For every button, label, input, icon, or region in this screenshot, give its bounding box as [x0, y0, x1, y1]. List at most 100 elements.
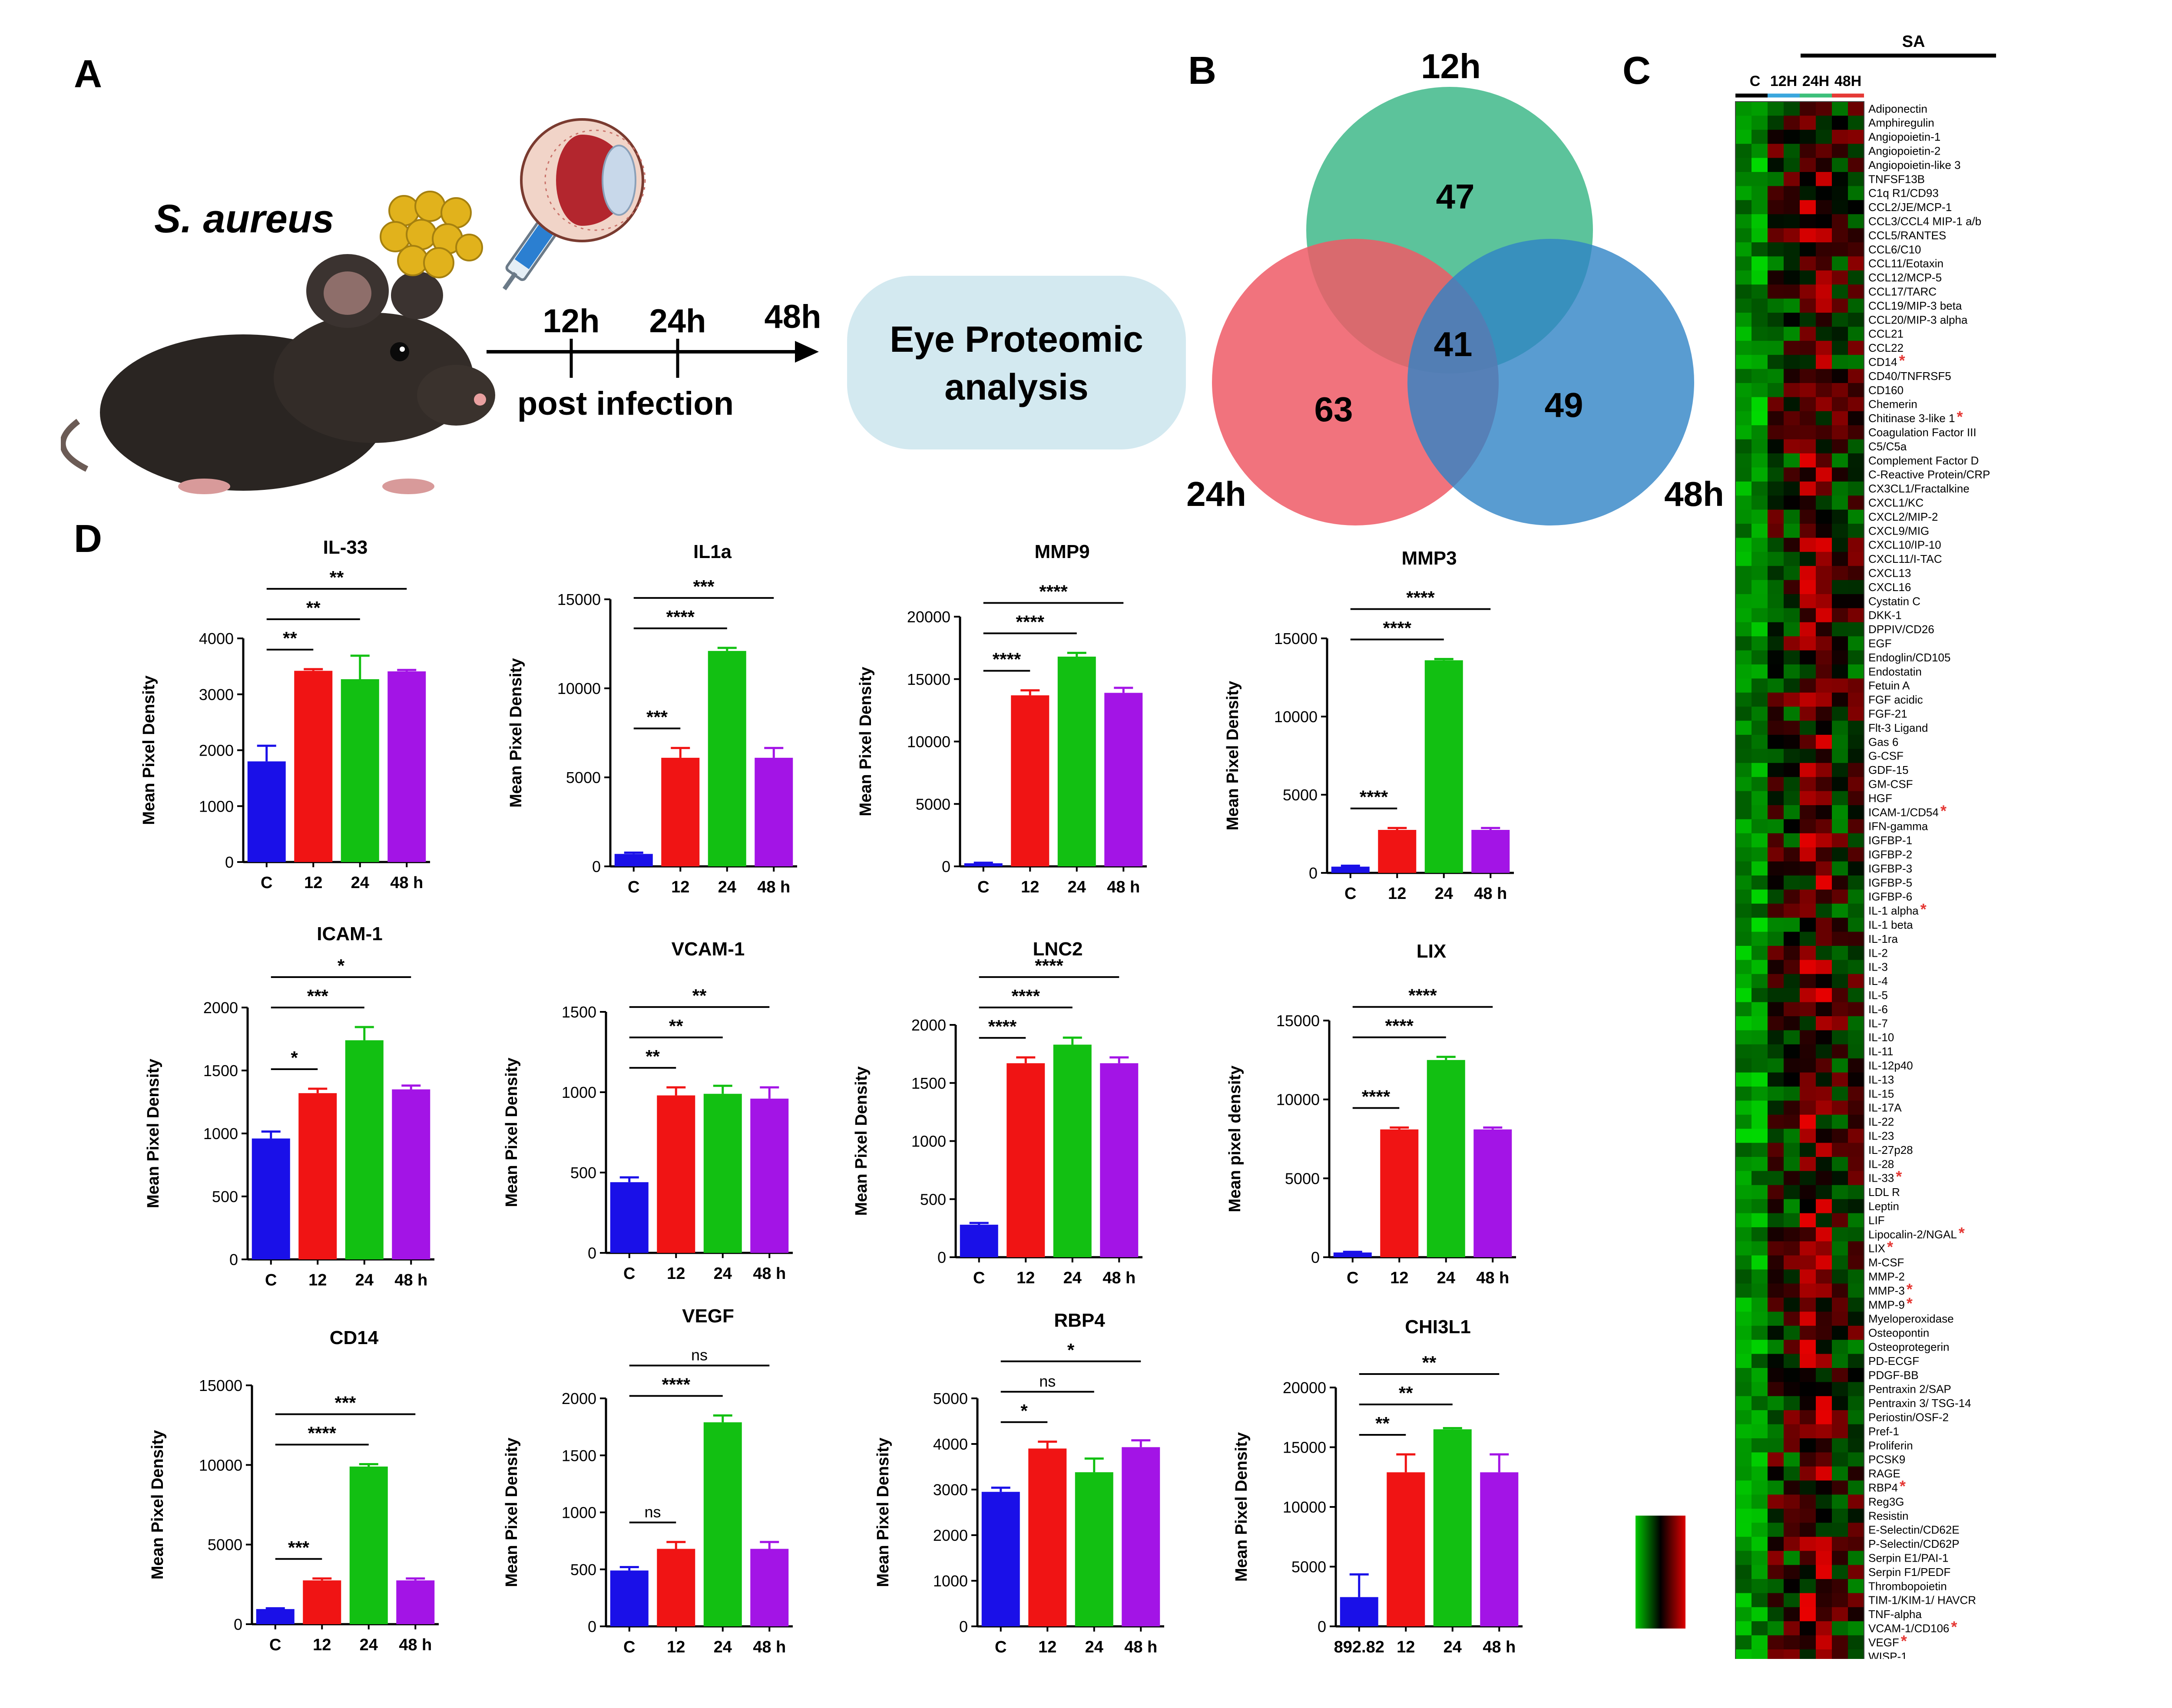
y-tick-label: 0 — [1311, 1249, 1320, 1266]
heatmap-cell — [1735, 1241, 1752, 1256]
heatmap-cell — [1735, 538, 1752, 552]
heatmap-cell — [1848, 524, 1864, 538]
heatmap-cell — [1848, 1382, 1864, 1397]
heatmap-cell — [1848, 819, 1864, 834]
heatmap-cell — [1735, 805, 1752, 819]
heatmap-cell — [1832, 1269, 1848, 1284]
heatmap-cell — [1832, 1621, 1848, 1636]
heatmap-cell — [1752, 453, 1768, 468]
y-tick-label: 0 — [234, 1615, 242, 1633]
heatmap-timepoint-24H: 24H — [1802, 73, 1829, 89]
heatmap-row-label: Serpin F1/PEDF — [1868, 1566, 1950, 1579]
heatmap-cell — [1784, 974, 1800, 988]
heatmap-cell — [1768, 1002, 1784, 1017]
significance-label: **** — [1016, 611, 1045, 632]
y-tick-label: 0 — [959, 1618, 968, 1635]
heatmap-cell — [1735, 129, 1752, 144]
heatmap-cell — [1735, 369, 1752, 383]
heatmap-cell — [1752, 1509, 1768, 1523]
heatmap-cell — [1816, 889, 1832, 904]
heatmap-cell — [1784, 622, 1800, 637]
bar — [256, 1609, 295, 1624]
heatmap-row-label: Pentraxin 2/SAP — [1868, 1383, 1951, 1396]
heatmap-cell — [1832, 102, 1848, 116]
y-tick-label: 1000 — [933, 1572, 968, 1590]
heatmap-cell — [1752, 158, 1768, 172]
x-tick-label: 24 — [718, 878, 736, 896]
heatmap-cell — [1768, 200, 1784, 215]
heatmap-cell — [1768, 1283, 1784, 1298]
heatmap-cell — [1816, 566, 1832, 581]
significance-label: **** — [1383, 618, 1412, 638]
heatmap-cell — [1735, 777, 1752, 792]
heatmap-row-label: LIF — [1868, 1214, 1885, 1227]
heatmap-cell — [1752, 664, 1768, 679]
heatmap-cell — [1800, 903, 1816, 918]
bar — [1378, 830, 1417, 873]
heatmap-cell — [1784, 383, 1800, 397]
significance-label: ** — [692, 985, 707, 1006]
heatmap-cell — [1784, 650, 1800, 665]
venn-diagram: 12h 24h 48h 47 63 49 41 — [1186, 47, 1724, 525]
significance-label: **** — [988, 1016, 1017, 1037]
heatmap-cell — [1816, 481, 1832, 496]
heatmap-cell — [1848, 453, 1864, 468]
heatmap-cell — [1752, 692, 1768, 707]
x-tick-label: 24 — [1435, 885, 1453, 903]
heatmap-cell — [1752, 1452, 1768, 1467]
heatmap-cell — [1768, 327, 1784, 341]
chart-title: LIX — [1417, 941, 1446, 962]
heatmap-cell — [1848, 313, 1864, 327]
heatmap-cell — [1848, 327, 1864, 341]
heatmap-row-label: Angiopoietin-like 3 — [1868, 159, 1960, 172]
significance-label: ** — [330, 567, 344, 588]
bar — [1387, 1472, 1425, 1626]
heatmap-cell — [1848, 439, 1864, 454]
heatmap-cell — [1784, 566, 1800, 581]
y-tick-label: 5000 — [1291, 1558, 1326, 1576]
y-tick-label: 3000 — [199, 686, 234, 704]
heatmap-cell — [1816, 496, 1832, 510]
heatmap-cell — [1816, 1649, 1832, 1659]
x-tick-label: 48 h — [1103, 1269, 1136, 1287]
heatmap-cell — [1768, 411, 1784, 426]
heatmap-cell — [1816, 355, 1832, 370]
heatmap-cell — [1735, 439, 1752, 454]
heatmap-cell — [1752, 580, 1768, 595]
y-tick-label: 0 — [1318, 1618, 1326, 1635]
heatmap-cell — [1800, 369, 1816, 383]
heatmap-cell — [1848, 186, 1864, 201]
heatmap-cell — [1832, 580, 1848, 595]
heatmap-cell — [1768, 707, 1784, 721]
heatmap-cell — [1784, 1171, 1800, 1186]
heatmap-cell — [1735, 594, 1752, 608]
heatmap-cell — [1784, 467, 1800, 482]
heatmap-row-label: IL-17A — [1868, 1101, 1902, 1114]
heatmap-cell — [1800, 1072, 1816, 1087]
heatmap-row-label: C5/C5a — [1868, 440, 1907, 453]
heatmap-cell — [1816, 186, 1832, 201]
heatmap-cell — [1848, 1551, 1864, 1566]
bar — [1331, 866, 1370, 873]
heatmap-cell — [1768, 397, 1784, 412]
x-tick-label: 24 — [714, 1638, 732, 1656]
heatmap-cell — [1752, 1494, 1768, 1509]
heatmap-cell — [1848, 960, 1864, 975]
heatmap-cell — [1832, 172, 1848, 186]
y-tick-label: 2000 — [933, 1526, 968, 1544]
x-tick-label: 12 — [1397, 1638, 1415, 1656]
heatmap-cell — [1752, 1114, 1768, 1129]
heatmap-cell — [1848, 946, 1864, 960]
y-tick-label: 0 — [942, 858, 950, 875]
heatmap-cell — [1735, 1016, 1752, 1031]
heatmap-row-label: CCL6/C10 — [1868, 243, 1921, 256]
heatmap-cell — [1784, 608, 1800, 623]
heatmap-cell — [1800, 1157, 1816, 1171]
heatmap-row-label: Flt-3 Ligand — [1868, 721, 1928, 734]
heatmap-cell — [1800, 1396, 1816, 1411]
heatmap-row-label: IL-6 — [1868, 1003, 1888, 1016]
heatmap-row-label: IL-4 — [1868, 975, 1888, 988]
heatmap-cell — [1800, 1325, 1816, 1340]
